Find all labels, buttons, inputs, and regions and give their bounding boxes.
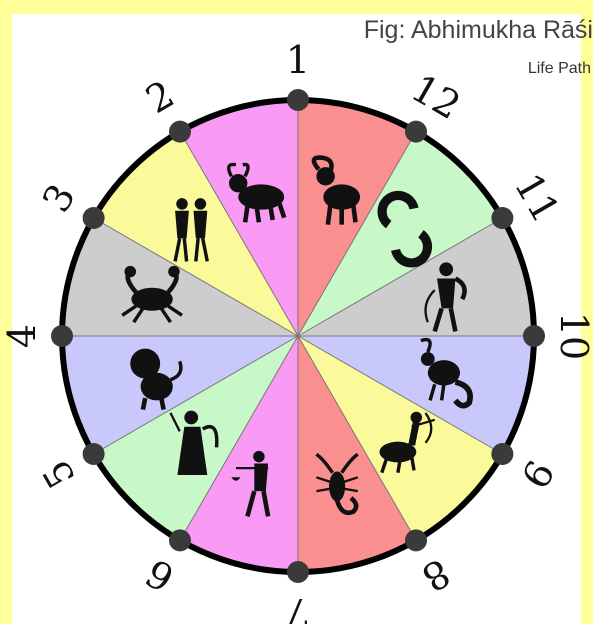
house-number-6: 6 (139, 550, 182, 600)
house-node (169, 529, 191, 551)
house-node (491, 207, 513, 229)
house-number-8: 8 (415, 550, 458, 600)
house-node (405, 121, 427, 143)
house-number-4: 4 (0, 324, 44, 348)
house-number-12: 12 (404, 66, 468, 128)
house-node (405, 529, 427, 551)
house-node (83, 207, 105, 229)
figure-title: Fig: Abhimukha Rāśi (364, 16, 593, 45)
house-node (523, 325, 545, 347)
figure-subtitle: Life Path (528, 60, 591, 78)
house-number-5: 5 (34, 453, 84, 496)
house-node (169, 121, 191, 143)
house-number-9: 9 (512, 453, 562, 496)
house-node (287, 561, 309, 583)
house-node (51, 325, 73, 347)
house-number-2: 2 (139, 72, 182, 122)
house-number-3: 3 (34, 177, 84, 220)
house-number-1: 1 (286, 38, 310, 82)
house-node (287, 89, 309, 111)
house-number-11: 11 (506, 166, 568, 230)
house-node (83, 443, 105, 465)
house-number-10: 10 (552, 312, 593, 360)
house-number-7: 7 (286, 590, 310, 624)
house-node (491, 443, 513, 465)
